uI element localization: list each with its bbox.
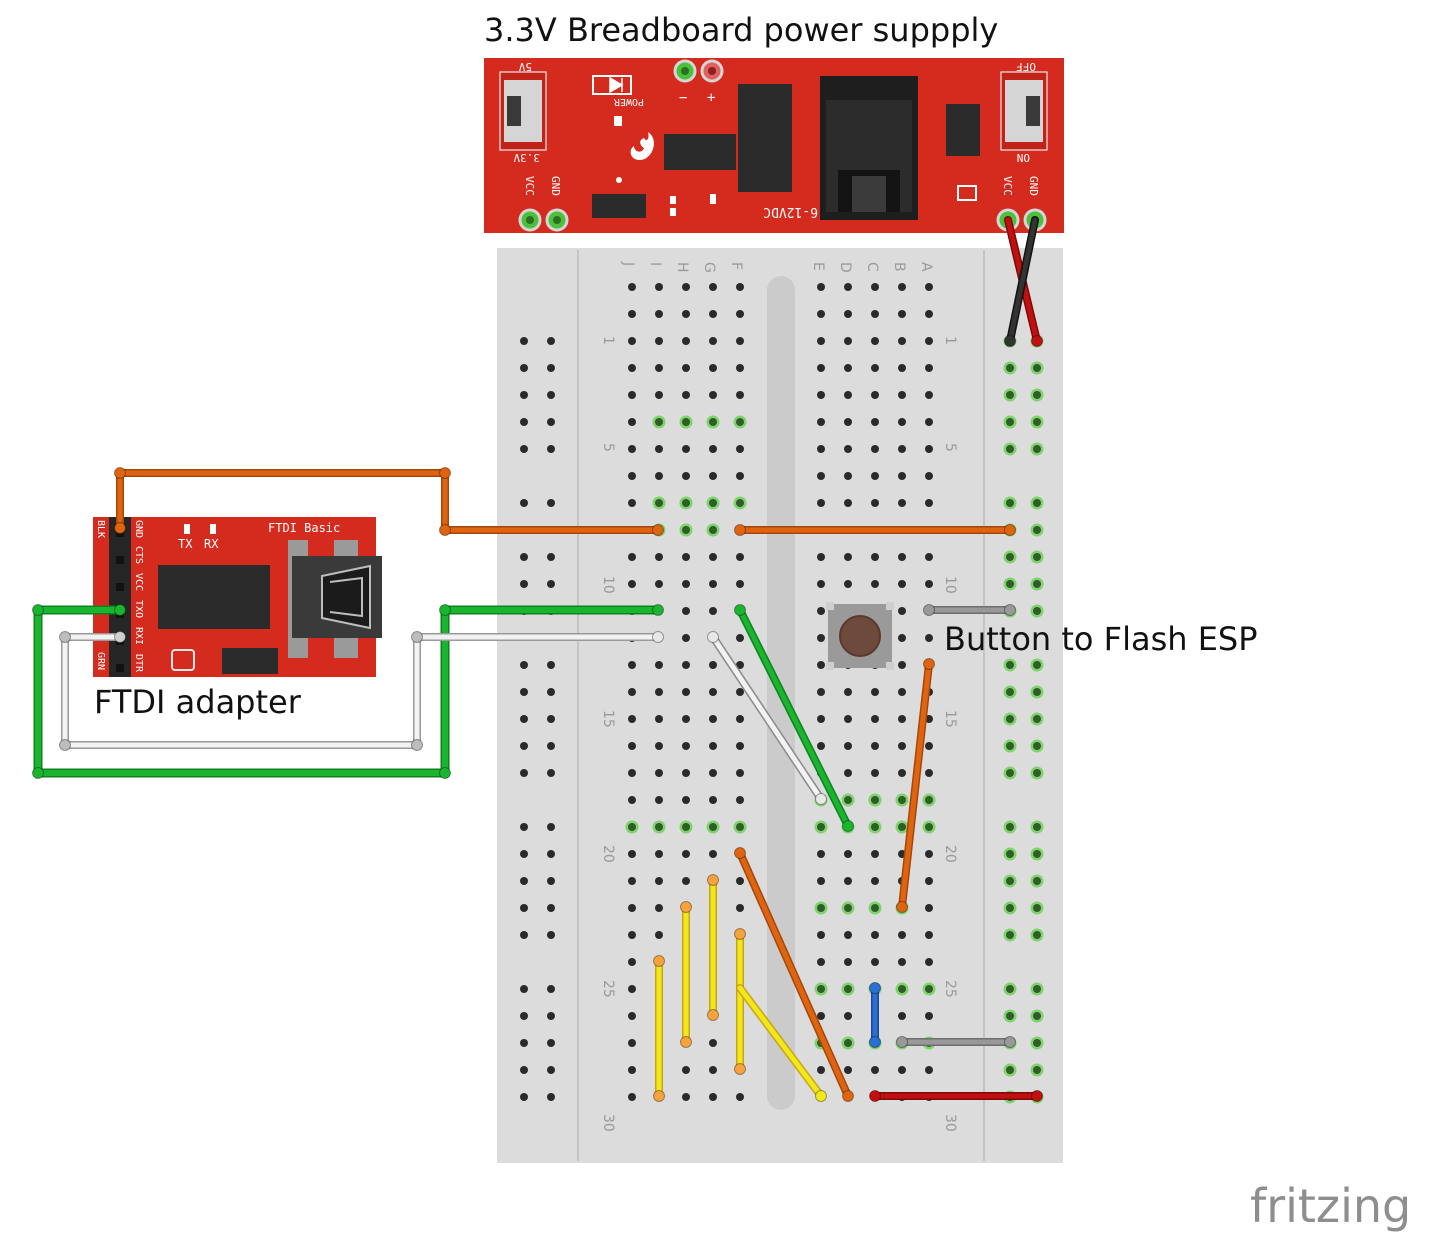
barrel-jack[interactable] xyxy=(820,76,918,220)
breadboard-row-numbers: 1 5 10 15 20 25 30 1 5 10 15 20 25 30 xyxy=(600,336,958,1132)
col-label-f: F xyxy=(728,262,744,270)
mini-usb-connector[interactable] xyxy=(288,540,382,658)
row-number-15-right: 15 xyxy=(942,710,958,728)
row-number-1-right: 1 xyxy=(942,336,958,345)
power-led-label: POWER xyxy=(613,96,644,107)
regulator-chip xyxy=(664,134,736,170)
breadboard: J I H G F E D C B A 1 5 10 15 20 25 30 1… xyxy=(497,248,1063,1163)
ftdi-pin-dtr: DTR xyxy=(133,654,144,673)
ftdi-header xyxy=(109,517,131,677)
ftdi-pin-grn: GRN xyxy=(95,652,106,670)
minus-label: − xyxy=(679,90,687,106)
row-number-20-right: 20 xyxy=(942,845,958,863)
flame-logo-icon xyxy=(630,132,654,160)
button-caption: Button to Flash ESP xyxy=(944,620,1258,658)
breadboard-column-labels: J I H G F E D C B A xyxy=(620,261,934,273)
power-on-off-switch[interactable] xyxy=(1000,71,1048,151)
ftdi-pin-txo: TXO xyxy=(133,600,144,618)
switch-label-on: ON xyxy=(1017,151,1030,164)
row-number-25-left: 25 xyxy=(600,980,616,998)
rx-label: RX xyxy=(204,537,219,551)
diode-chip xyxy=(946,104,980,156)
power-supply-board: 5V 3.3V POWER − + 6-12VDC xyxy=(484,58,1064,233)
power-led xyxy=(592,75,632,95)
col-label-a: A xyxy=(918,262,934,272)
row-number-10-left: 10 xyxy=(600,576,616,594)
power-supply-title: 3.3V Breadboard power suppply xyxy=(484,11,998,49)
row-number-25-right: 25 xyxy=(942,980,958,998)
ftdi-pin-blk: BLK xyxy=(95,520,106,538)
col-label-i: I xyxy=(647,262,663,266)
right-vcc-label: VCC xyxy=(1001,176,1014,196)
row-number-15-left: 15 xyxy=(600,710,616,728)
ftdi-pin-cts: CTS xyxy=(133,546,144,564)
row-number-30-right: 30 xyxy=(942,1114,958,1132)
left-gnd-label: GND xyxy=(549,176,562,196)
col-label-h: H xyxy=(674,262,690,273)
fritzing-logo: fritzing xyxy=(1250,1179,1411,1233)
voltage-select-switch[interactable] xyxy=(499,71,547,151)
ftdi-title: FTDI Basic xyxy=(268,521,340,535)
row-number-5-right: 5 xyxy=(942,443,958,452)
tx-label: TX xyxy=(178,537,193,551)
col-label-j: J xyxy=(620,261,636,266)
ftdi-adapter-caption: FTDI adapter xyxy=(94,683,302,721)
wires xyxy=(33,216,1041,1100)
rx-led xyxy=(210,524,216,534)
col-label-b: B xyxy=(891,262,907,272)
row-number-20-left: 20 xyxy=(600,845,616,863)
capacitor xyxy=(738,84,792,192)
left-vcc-label: VCC xyxy=(523,176,536,196)
col-label-g: G xyxy=(701,262,717,273)
plus-label: + xyxy=(707,90,715,106)
jack-voltage-label: 6-12VDC xyxy=(763,204,818,219)
tx-led xyxy=(184,524,190,534)
switch-label-off: OFF xyxy=(1016,60,1036,73)
power-led-symbol xyxy=(609,76,624,94)
switch-label-3v3: 3.3V xyxy=(513,151,540,164)
ftdi-chip xyxy=(158,565,270,629)
col-label-c: C xyxy=(864,262,880,272)
row-number-10-right: 10 xyxy=(942,576,958,594)
flash-pushbutton[interactable] xyxy=(826,602,894,670)
row-number-30-left: 30 xyxy=(600,1114,616,1132)
row-number-1-left: 1 xyxy=(600,336,616,345)
switch-label-5v: 5V xyxy=(518,60,532,73)
right-gnd-label: GND xyxy=(1027,176,1040,196)
ftdi-pin-rxi: RXI xyxy=(133,627,144,645)
ftdi-pin-vcc: VCC xyxy=(133,573,144,591)
ftdi-pin-gnd: GND xyxy=(133,520,144,538)
row-number-5-left: 5 xyxy=(600,443,616,452)
col-label-e: E xyxy=(810,262,826,271)
col-label-d: D xyxy=(837,262,853,273)
ftdi-board: BLK GRN GND CTS VCC TXO RXI DTR TX RX FT… xyxy=(93,517,382,677)
wire-endpoints xyxy=(32,335,1043,1102)
